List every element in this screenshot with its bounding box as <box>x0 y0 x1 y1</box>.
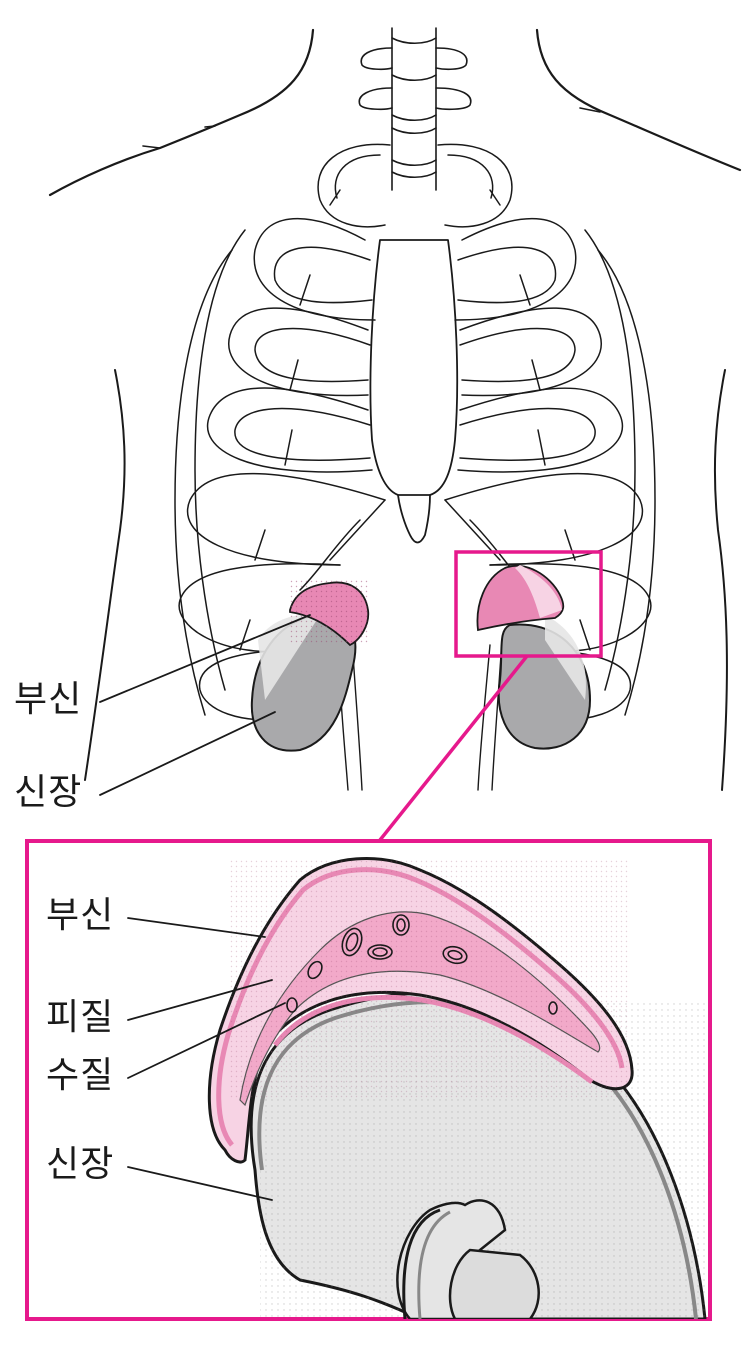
label-kidney-overview: 신장 <box>14 772 83 813</box>
leader-medulla-inset <box>127 1002 286 1079</box>
magnify-highlight <box>378 550 603 842</box>
label-kidney-inset: 신장 <box>46 1144 115 1185</box>
leader-cortex-inset <box>127 979 273 1021</box>
leader-kidney-inset <box>127 1166 273 1201</box>
magnified-inset <box>25 839 712 1321</box>
body-outline <box>48 28 742 791</box>
rib-cage <box>174 143 656 721</box>
left-kidney-overview <box>476 564 592 791</box>
label-adrenal-overview: 부신 <box>14 679 83 720</box>
leader-adrenal-inset <box>127 917 266 938</box>
leader-kidney-overview <box>99 711 276 796</box>
right-kidney-overview <box>250 580 370 791</box>
label-medulla-inset: 수질 <box>46 1055 115 1096</box>
label-adrenal-inset: 부신 <box>46 895 115 936</box>
cervical-spine <box>358 27 472 191</box>
label-cortex-inset: 피질 <box>46 997 115 1038</box>
leader-adrenal-overview <box>99 614 311 703</box>
